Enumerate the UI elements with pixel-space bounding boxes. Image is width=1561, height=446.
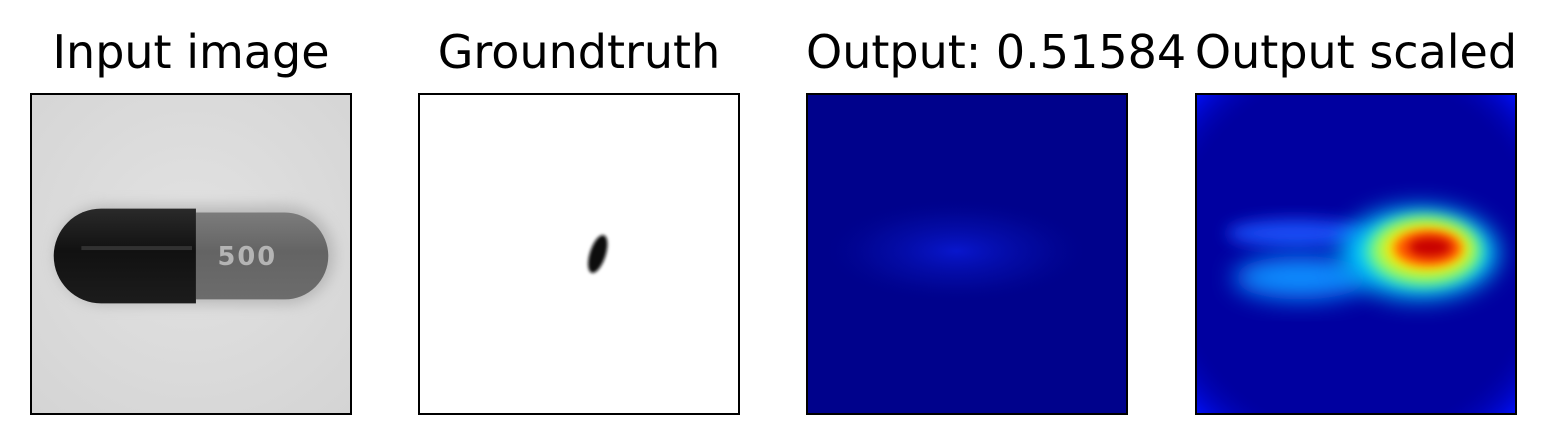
heat-red-core <box>1408 237 1452 257</box>
panel-title-output: Output: 0.51584 <box>806 25 1187 79</box>
capsule-dark-half <box>53 208 196 304</box>
output-scaled-canvas <box>1197 95 1515 413</box>
mask-background <box>420 95 738 413</box>
panel-title-input-image: Input image <box>52 25 330 79</box>
output-panel <box>806 93 1128 415</box>
groundtruth-panel <box>418 93 740 415</box>
input-image-canvas: 500 <box>32 95 350 413</box>
capsule-highlight <box>81 246 192 251</box>
output-faint-blob <box>817 196 1095 306</box>
capsule-light-half <box>195 212 329 300</box>
panel-title-output-scaled: Output scaled <box>1194 25 1518 79</box>
output-canvas <box>808 95 1126 413</box>
panel-title-groundtruth: Groundtruth <box>437 25 721 79</box>
capsule-print-text: 500 <box>218 242 277 272</box>
defect-mask-blob <box>588 235 608 273</box>
heat-left-lower-band <box>1233 255 1368 300</box>
heat-left-upper-band <box>1226 219 1365 248</box>
output-scaled-panel <box>1195 93 1517 415</box>
groundtruth-canvas <box>420 95 738 413</box>
input-image-panel: 500 <box>30 93 352 415</box>
